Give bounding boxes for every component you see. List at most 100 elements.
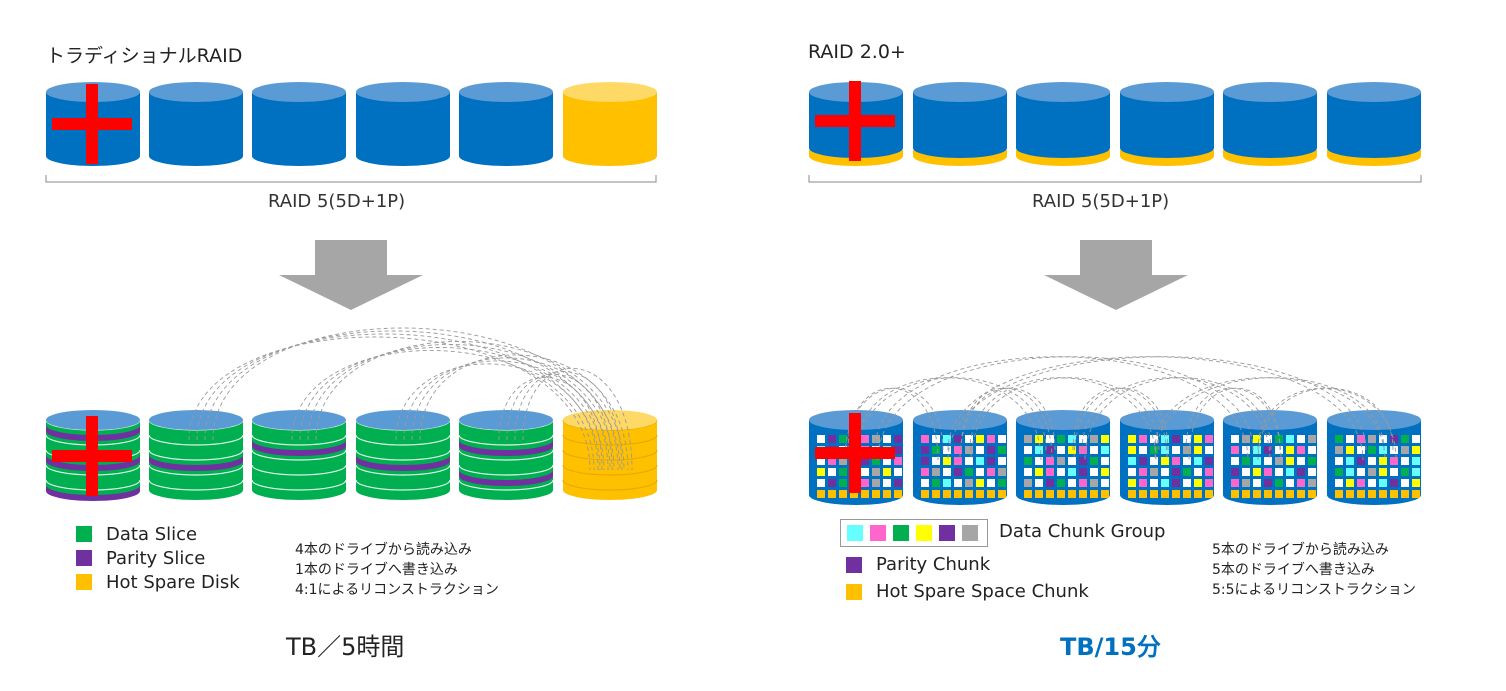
right-legend: Parity Chunk Hot Spare Space Chunk <box>846 551 1089 605</box>
right-arc <box>1257 387 1394 461</box>
slice-line <box>355 434 451 446</box>
left-arc <box>395 363 599 471</box>
right-bottom-disk-1 <box>913 410 1007 505</box>
chunk <box>1068 435 1076 443</box>
chunk <box>1035 468 1043 476</box>
chunk <box>894 457 902 465</box>
parity-band <box>252 440 346 456</box>
chunk-swatch-5 <box>962 525 978 541</box>
left-bottom-disk-3 <box>355 410 451 500</box>
top <box>356 410 450 430</box>
chunk <box>932 479 940 487</box>
chunk <box>1335 457 1343 465</box>
chunk <box>1139 479 1147 487</box>
chunk <box>883 490 891 498</box>
chunk <box>943 490 951 498</box>
chunk <box>965 490 973 498</box>
chunk <box>1183 446 1191 454</box>
left-top-cross-h <box>52 118 132 130</box>
legend-parity-chunk: Parity Chunk <box>846 551 1089 578</box>
right-arc <box>877 356 1254 461</box>
chunk <box>1275 468 1283 476</box>
chunk <box>1057 490 1065 498</box>
down-arrows <box>279 240 1188 310</box>
chunk <box>965 457 973 465</box>
chunk <box>1401 468 1409 476</box>
chunk <box>1368 446 1376 454</box>
chunk <box>1308 479 1316 487</box>
slice-line <box>562 449 658 461</box>
slice-line <box>562 434 658 446</box>
chunk <box>987 468 995 476</box>
top <box>149 410 243 430</box>
chunk <box>932 457 940 465</box>
left-top-disk-2-body <box>252 92 346 166</box>
chunk <box>1286 468 1294 476</box>
chunk <box>1128 457 1136 465</box>
chunk <box>1368 490 1376 498</box>
chunk <box>1335 479 1343 487</box>
chunk <box>1079 435 1087 443</box>
top <box>563 410 657 430</box>
chunk <box>1390 457 1398 465</box>
chunk <box>1101 446 1109 454</box>
chunk <box>1242 435 1250 443</box>
chunk <box>817 435 825 443</box>
data-chunk-group-label: Data Chunk Group <box>999 521 1166 542</box>
parity-band <box>459 470 553 486</box>
data-chunk-group-swatches <box>840 519 988 547</box>
chunk <box>1264 446 1272 454</box>
chunk <box>1242 490 1250 498</box>
left-bottom-disk-2 <box>251 410 347 500</box>
right-top-disk-2 <box>1016 82 1110 166</box>
left-bottom-disk-4 <box>458 410 554 500</box>
legend-hot-spare-space-chunk: Hot Spare Space Chunk <box>846 578 1089 605</box>
chunk <box>1308 490 1316 498</box>
chunk <box>1286 435 1294 443</box>
top <box>1327 410 1421 430</box>
chunk <box>954 446 962 454</box>
chunk <box>1264 435 1272 443</box>
parity-band <box>46 455 140 471</box>
chunk <box>1335 435 1343 443</box>
chunk <box>921 435 929 443</box>
left-top-disk-1-body <box>149 92 243 166</box>
chunk <box>1024 479 1032 487</box>
chunk <box>1139 446 1147 454</box>
chunk <box>1205 479 1213 487</box>
chunk <box>1068 457 1076 465</box>
parity-band <box>149 455 243 471</box>
left-title: トラディショナルRAID <box>46 45 243 67</box>
chunk <box>1150 435 1158 443</box>
chunk <box>817 468 825 476</box>
chunk <box>861 468 869 476</box>
slice-line <box>458 449 554 461</box>
left-arc <box>307 344 615 471</box>
chunk <box>1253 435 1261 443</box>
right-top-disk-5 <box>1327 82 1421 166</box>
chunk <box>998 468 1006 476</box>
chunk <box>1368 435 1376 443</box>
chunk <box>1357 446 1365 454</box>
slice-line <box>458 464 554 476</box>
right-raid-label: RAID 5(5D+1P) <box>1032 191 1170 212</box>
chunk <box>1357 457 1365 465</box>
right-arc <box>1154 377 1385 461</box>
chunk <box>1079 446 1087 454</box>
slice-line <box>251 464 347 476</box>
chunk <box>1101 479 1109 487</box>
chunk <box>1390 435 1398 443</box>
chunk <box>1253 446 1261 454</box>
slice-line <box>148 449 244 461</box>
chunk <box>1068 446 1076 454</box>
right-top-cross-h <box>815 115 895 127</box>
chunk <box>1231 446 1239 454</box>
chunk <box>872 479 880 487</box>
chunk-swatch-3 <box>916 525 932 541</box>
top <box>252 410 346 430</box>
left-top-disk-3-body <box>356 92 450 166</box>
left-top-disks <box>45 82 657 183</box>
chunk <box>987 490 995 498</box>
chunk <box>921 457 929 465</box>
chunk <box>861 490 869 498</box>
